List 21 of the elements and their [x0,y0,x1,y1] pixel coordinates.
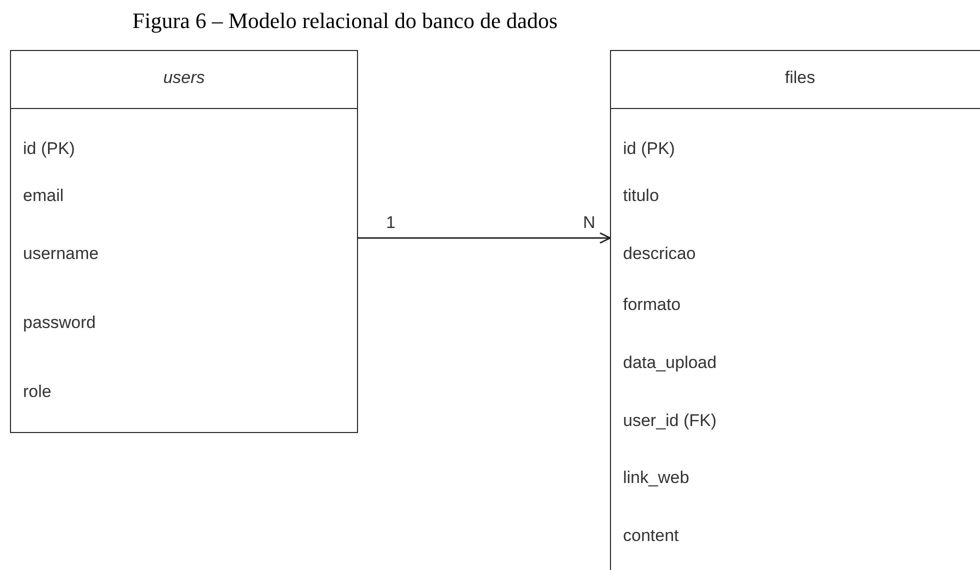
table-box [10,50,358,433]
column-name: content [623,526,679,546]
column-name: user_id (FK) [623,411,717,431]
column-name: formato [623,295,681,315]
column-name: email [23,186,64,206]
relationship-arrow [358,232,611,244]
table-box [610,50,980,570]
column-name: data_upload [623,353,717,373]
table-name: files [784,68,816,88]
table-name: users [162,68,206,88]
column-name: id (PK) [623,139,675,159]
cardinality-label: N [583,213,596,233]
column-name: password [23,313,96,333]
column-name: role [23,382,52,402]
column-name: id (PK) [23,139,75,159]
column-name: link_web [623,468,690,488]
cardinality-label: 1 [386,213,396,233]
figure-title: Figura 6 – Modelo relacional do banco de dados [131,8,559,34]
column-name: titulo [623,186,659,206]
column-name: descricao [623,244,696,264]
column-name: username [23,244,99,264]
